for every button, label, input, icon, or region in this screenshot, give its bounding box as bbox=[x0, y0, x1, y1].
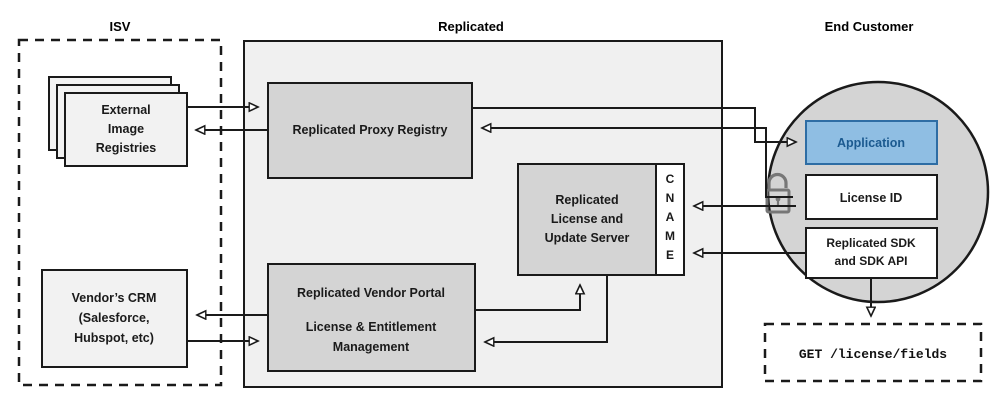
sdk-line-2: and SDK API bbox=[835, 254, 908, 268]
license-server-line-1: Replicated bbox=[555, 193, 618, 207]
edge-proxy-to-application bbox=[472, 107, 796, 142]
edge-application-to-proxy bbox=[482, 128, 793, 198]
registries-line-1: External bbox=[101, 103, 150, 117]
crm-line-3: Hubspot, etc) bbox=[74, 331, 154, 345]
proxy-registry-label: Replicated Proxy Registry bbox=[293, 123, 448, 137]
isv-boundary bbox=[17, 38, 223, 387]
replicated-vendor-portal[interactable]: Replicated Vendor Portal License & Entit… bbox=[267, 263, 476, 372]
zone-title-isv: ISV bbox=[110, 19, 131, 34]
vendors-crm[interactable]: Vendor’s CRM (Salesforce, Hubspot, etc) bbox=[41, 269, 188, 368]
edge-vendor-portal-to-license-server bbox=[475, 285, 580, 311]
replicated-license-update-server[interactable]: Replicated License and Update Server bbox=[517, 163, 657, 276]
application-box[interactable]: Application bbox=[805, 120, 938, 165]
sdk-line-1: Replicated SDK bbox=[826, 236, 916, 250]
crm-line-2: (Salesforce, bbox=[79, 311, 150, 325]
api-call-box: GET /license/fields bbox=[763, 322, 983, 383]
crm-line-1: Vendor’s CRM bbox=[72, 291, 157, 305]
vendor-portal-line-1: Replicated Vendor Portal bbox=[297, 286, 445, 300]
cname-letter-2: A bbox=[666, 210, 675, 224]
registries-line-3: Registries bbox=[96, 141, 156, 155]
cname-letter-3: M bbox=[665, 229, 675, 243]
zone-title-end-customer: End Customer bbox=[825, 19, 914, 34]
cname-letter-1: N bbox=[666, 191, 675, 205]
edge-license-server-to-vendor-portal bbox=[485, 275, 608, 342]
zone-title-replicated: Replicated bbox=[438, 19, 504, 34]
cname-strip[interactable]: C N A M E bbox=[655, 163, 685, 276]
license-id-label: License ID bbox=[840, 191, 903, 205]
replicated-proxy-registry[interactable]: Replicated Proxy Registry bbox=[267, 82, 473, 179]
api-call-label: GET /license/fields bbox=[799, 347, 947, 362]
license-id-box[interactable]: License ID bbox=[805, 174, 938, 220]
cname-letter-0: C bbox=[666, 172, 675, 186]
license-server-line-2: License and bbox=[551, 212, 623, 226]
cname-letter-4: E bbox=[666, 248, 674, 262]
license-server-line-3: Update Server bbox=[545, 231, 630, 245]
registries-line-2: Image bbox=[108, 122, 144, 136]
application-label: Application bbox=[837, 136, 905, 150]
vendor-portal-line-3: Management bbox=[333, 340, 410, 354]
vendor-portal-line-2: License & Entitlement bbox=[306, 320, 437, 334]
replicated-sdk-box[interactable]: Replicated SDK and SDK API bbox=[805, 227, 938, 279]
external-image-registries[interactable]: External Image Registries bbox=[48, 76, 188, 167]
